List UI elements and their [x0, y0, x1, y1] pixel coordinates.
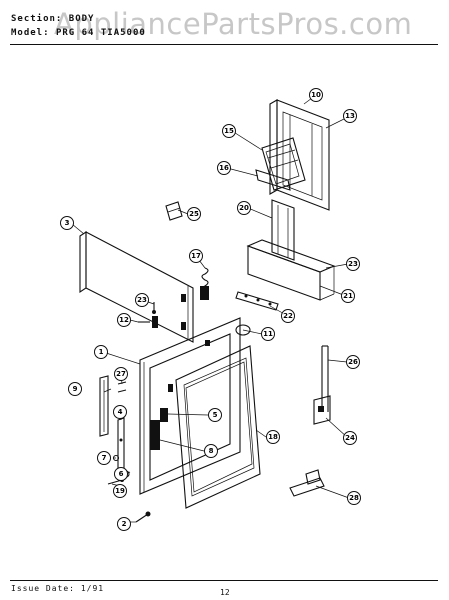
model-value: PRG 64 TIA5000 — [55, 28, 146, 38]
callout-10-label: 10 — [311, 91, 321, 99]
callout-6: 6 — [114, 467, 128, 481]
part-5-hinge — [160, 408, 168, 422]
callout-28: 28 — [347, 491, 361, 505]
callout-23-left-label: 23 — [137, 296, 147, 304]
callout-25: 24 — [343, 431, 357, 445]
callout-24: 25 — [187, 207, 201, 221]
callout-13-label: 13 — [345, 112, 355, 120]
callout-11-label: 11 — [263, 330, 273, 338]
section-value: BODY — [68, 14, 95, 24]
section-label: Section: — [11, 14, 63, 24]
callout-9-label: 9 — [73, 385, 78, 393]
callout-3-label: 3 — [65, 219, 70, 227]
callout-27: 27 — [114, 367, 128, 381]
callout-6-label: 6 — [119, 470, 124, 478]
callout-1: 1 — [94, 345, 108, 359]
part-3-panel — [79, 230, 194, 343]
callout-15: 15 — [222, 124, 236, 138]
model-heading: Model: PRG 64 TIA5000 — [11, 28, 146, 38]
callout-7: 7 — [97, 451, 111, 465]
callout-5: 5 — [208, 408, 222, 422]
part-1-door-frame — [139, 317, 241, 495]
part-20-channel — [246, 239, 336, 301]
callout-8: 8 — [204, 444, 218, 458]
callout-16-label: 16 — [219, 164, 229, 172]
callout-13: 13 — [343, 109, 357, 123]
part-22-strip — [235, 291, 279, 311]
callout-24-label: 25 — [189, 210, 199, 218]
callout-4: 4 — [113, 405, 127, 419]
part-21-bracket — [271, 199, 295, 261]
callout-25-label: 24 — [345, 434, 355, 442]
part-latch-assembly — [255, 137, 306, 191]
model-label: Model: — [11, 28, 50, 38]
callout-26-label: 26 — [348, 358, 358, 366]
part-26-rod — [321, 345, 329, 412]
callout-18-label: 18 — [268, 433, 278, 441]
section-heading: Section: BODY — [11, 14, 94, 24]
callout-23-right: 23 — [346, 257, 360, 271]
part-17-switch — [200, 267, 209, 300]
callout-4-label: 4 — [118, 408, 123, 416]
callout-19-label: 19 — [115, 487, 125, 495]
callout-23-left: 23 — [135, 293, 149, 307]
callout-20-label: 21 — [343, 292, 353, 300]
callout-10: 10 — [309, 88, 323, 102]
part-28-bracket — [289, 469, 325, 497]
part-9-strip — [99, 375, 109, 437]
callout-12: 12 — [117, 313, 131, 327]
issue-date-value: 1/91 — [80, 584, 105, 593]
callout-21-label: 20 — [239, 204, 249, 212]
callout-18: 18 — [266, 430, 280, 444]
callout-17-label: 17 — [191, 252, 201, 260]
issue-date-label: Issue Date: — [11, 584, 75, 593]
callout-20: 21 — [341, 289, 355, 303]
part-18-door-panel — [175, 345, 261, 509]
callout-1-label: 1 — [99, 348, 104, 356]
callout-2-label: 2 — [122, 520, 127, 528]
callout-9: 9 — [68, 382, 82, 396]
callout-2: 2 — [117, 517, 131, 531]
header-rule — [10, 44, 438, 45]
callout-7-label: 7 — [102, 454, 107, 462]
callout-3: 3 — [60, 216, 74, 230]
callout-11: 11 — [261, 327, 275, 341]
part-12-screw — [138, 316, 158, 328]
part-11-knob — [235, 324, 263, 336]
callout-22: 22 — [281, 309, 295, 323]
callout-19: 19 — [113, 484, 127, 498]
part-2-screw — [135, 511, 151, 523]
callout-22-label: 22 — [283, 312, 293, 320]
footer-rule — [10, 580, 438, 581]
callout-26: 26 — [346, 355, 360, 369]
part-4-hinge — [117, 417, 125, 471]
callout-23-right-label: 23 — [348, 260, 358, 268]
part-24-clip — [165, 201, 183, 221]
callout-16: 16 — [217, 161, 231, 175]
page-number: 12 — [220, 588, 230, 597]
callout-15-label: 15 — [224, 127, 234, 135]
callout-12-label: 12 — [119, 316, 129, 324]
callout-21: 20 — [237, 201, 251, 215]
issue-date: Issue Date: 1/91 — [11, 584, 104, 593]
callout-28-label: 28 — [349, 494, 359, 502]
callout-5-label: 5 — [213, 411, 218, 419]
callout-17: 17 — [189, 249, 203, 263]
watermark: AppliancePartsPros.com — [54, 7, 413, 41]
callout-8-label: 8 — [209, 447, 214, 455]
callout-27-label: 27 — [116, 370, 126, 378]
part-25-bracket — [313, 395, 331, 425]
